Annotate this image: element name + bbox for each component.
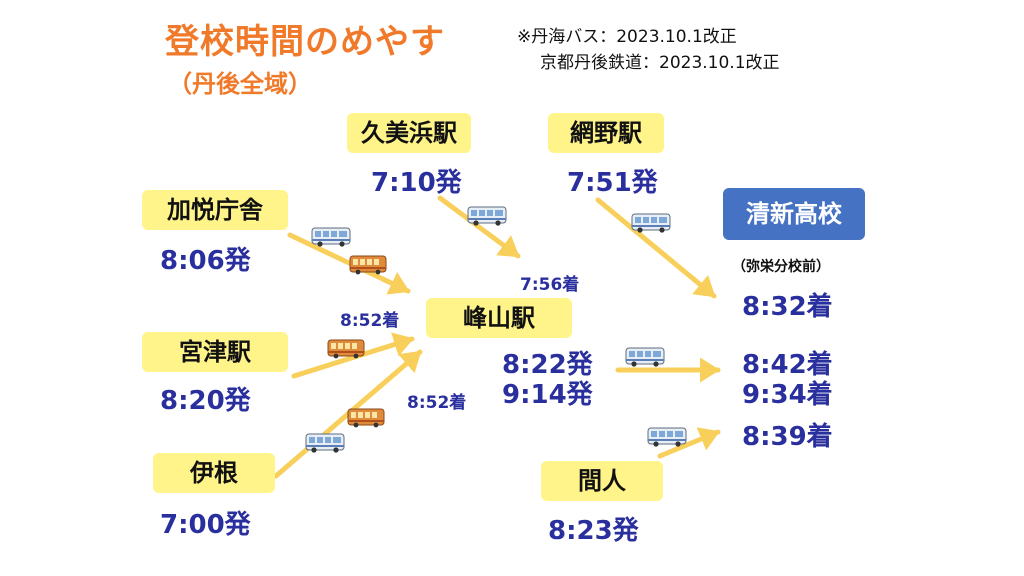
taiza-depart-time: 8:23発: [548, 516, 639, 546]
note-rail: 京都丹後鉄道：2023.10.1改正: [540, 53, 780, 73]
station-mineyama: 峰山駅: [426, 298, 572, 338]
school-badge: 清新高校: [723, 188, 865, 240]
miyazu-depart-time: 8:20発: [160, 386, 251, 416]
school-arrive-amino: 8:32着: [742, 292, 833, 322]
arrow-kumihama-mineyama: [437, 195, 521, 259]
train-icon: [349, 255, 387, 275]
kumihama-depart-time: 7:10発: [371, 168, 462, 198]
school-arrive-taiza: 8:39着: [742, 422, 833, 452]
bus-icon: [311, 227, 351, 248]
page-title: 登校時間のめやす: [165, 22, 445, 62]
bus-icon: [625, 347, 665, 368]
school-arrive-mineyama-2: 9:34着: [742, 380, 833, 410]
station-kaetsu: 加悦庁舎: [142, 190, 288, 230]
lower-arrive-time: 8:52着: [407, 393, 467, 413]
ine-depart-time: 7:00発: [160, 510, 251, 540]
mineyama-depart-time-1: 8:22発: [502, 350, 593, 380]
train-icon: [347, 408, 385, 428]
page-subtitle: （丹後全域）: [168, 70, 312, 98]
left-arrive-time: 8:52着: [340, 311, 400, 331]
note-bus: ※丹海バス：2023.10.1改正: [517, 27, 737, 47]
amino-depart-time: 7:51発: [567, 168, 658, 198]
bus-icon: [631, 213, 671, 234]
station-miyazu: 宮津駅: [142, 332, 288, 372]
bus-icon: [305, 433, 345, 454]
station-ine: 伊根: [153, 453, 275, 493]
station-amino: 網野駅: [548, 113, 664, 153]
arrow-amino-school: [595, 197, 717, 299]
arrow-kaetsu-mineyama: [287, 232, 411, 295]
train-icon: [327, 339, 365, 359]
bus-icon: [647, 427, 687, 448]
kumihama-arrive-time: 7:56着: [520, 275, 580, 295]
station-kumihama: 久美浜駅: [347, 113, 471, 153]
school-arrive-mineyama-1: 8:42着: [742, 350, 833, 380]
arrow-taiza-school: [657, 427, 721, 459]
station-taiza: 間人: [541, 461, 663, 501]
bus-icon: [467, 206, 507, 227]
kaetsu-depart-time: 8:06発: [160, 246, 251, 276]
mineyama-depart-time-2: 9:14発: [502, 380, 593, 410]
school-branch-label: （弥栄分校前）: [732, 259, 830, 275]
arrow-miyazu-mineyama: [291, 332, 415, 379]
